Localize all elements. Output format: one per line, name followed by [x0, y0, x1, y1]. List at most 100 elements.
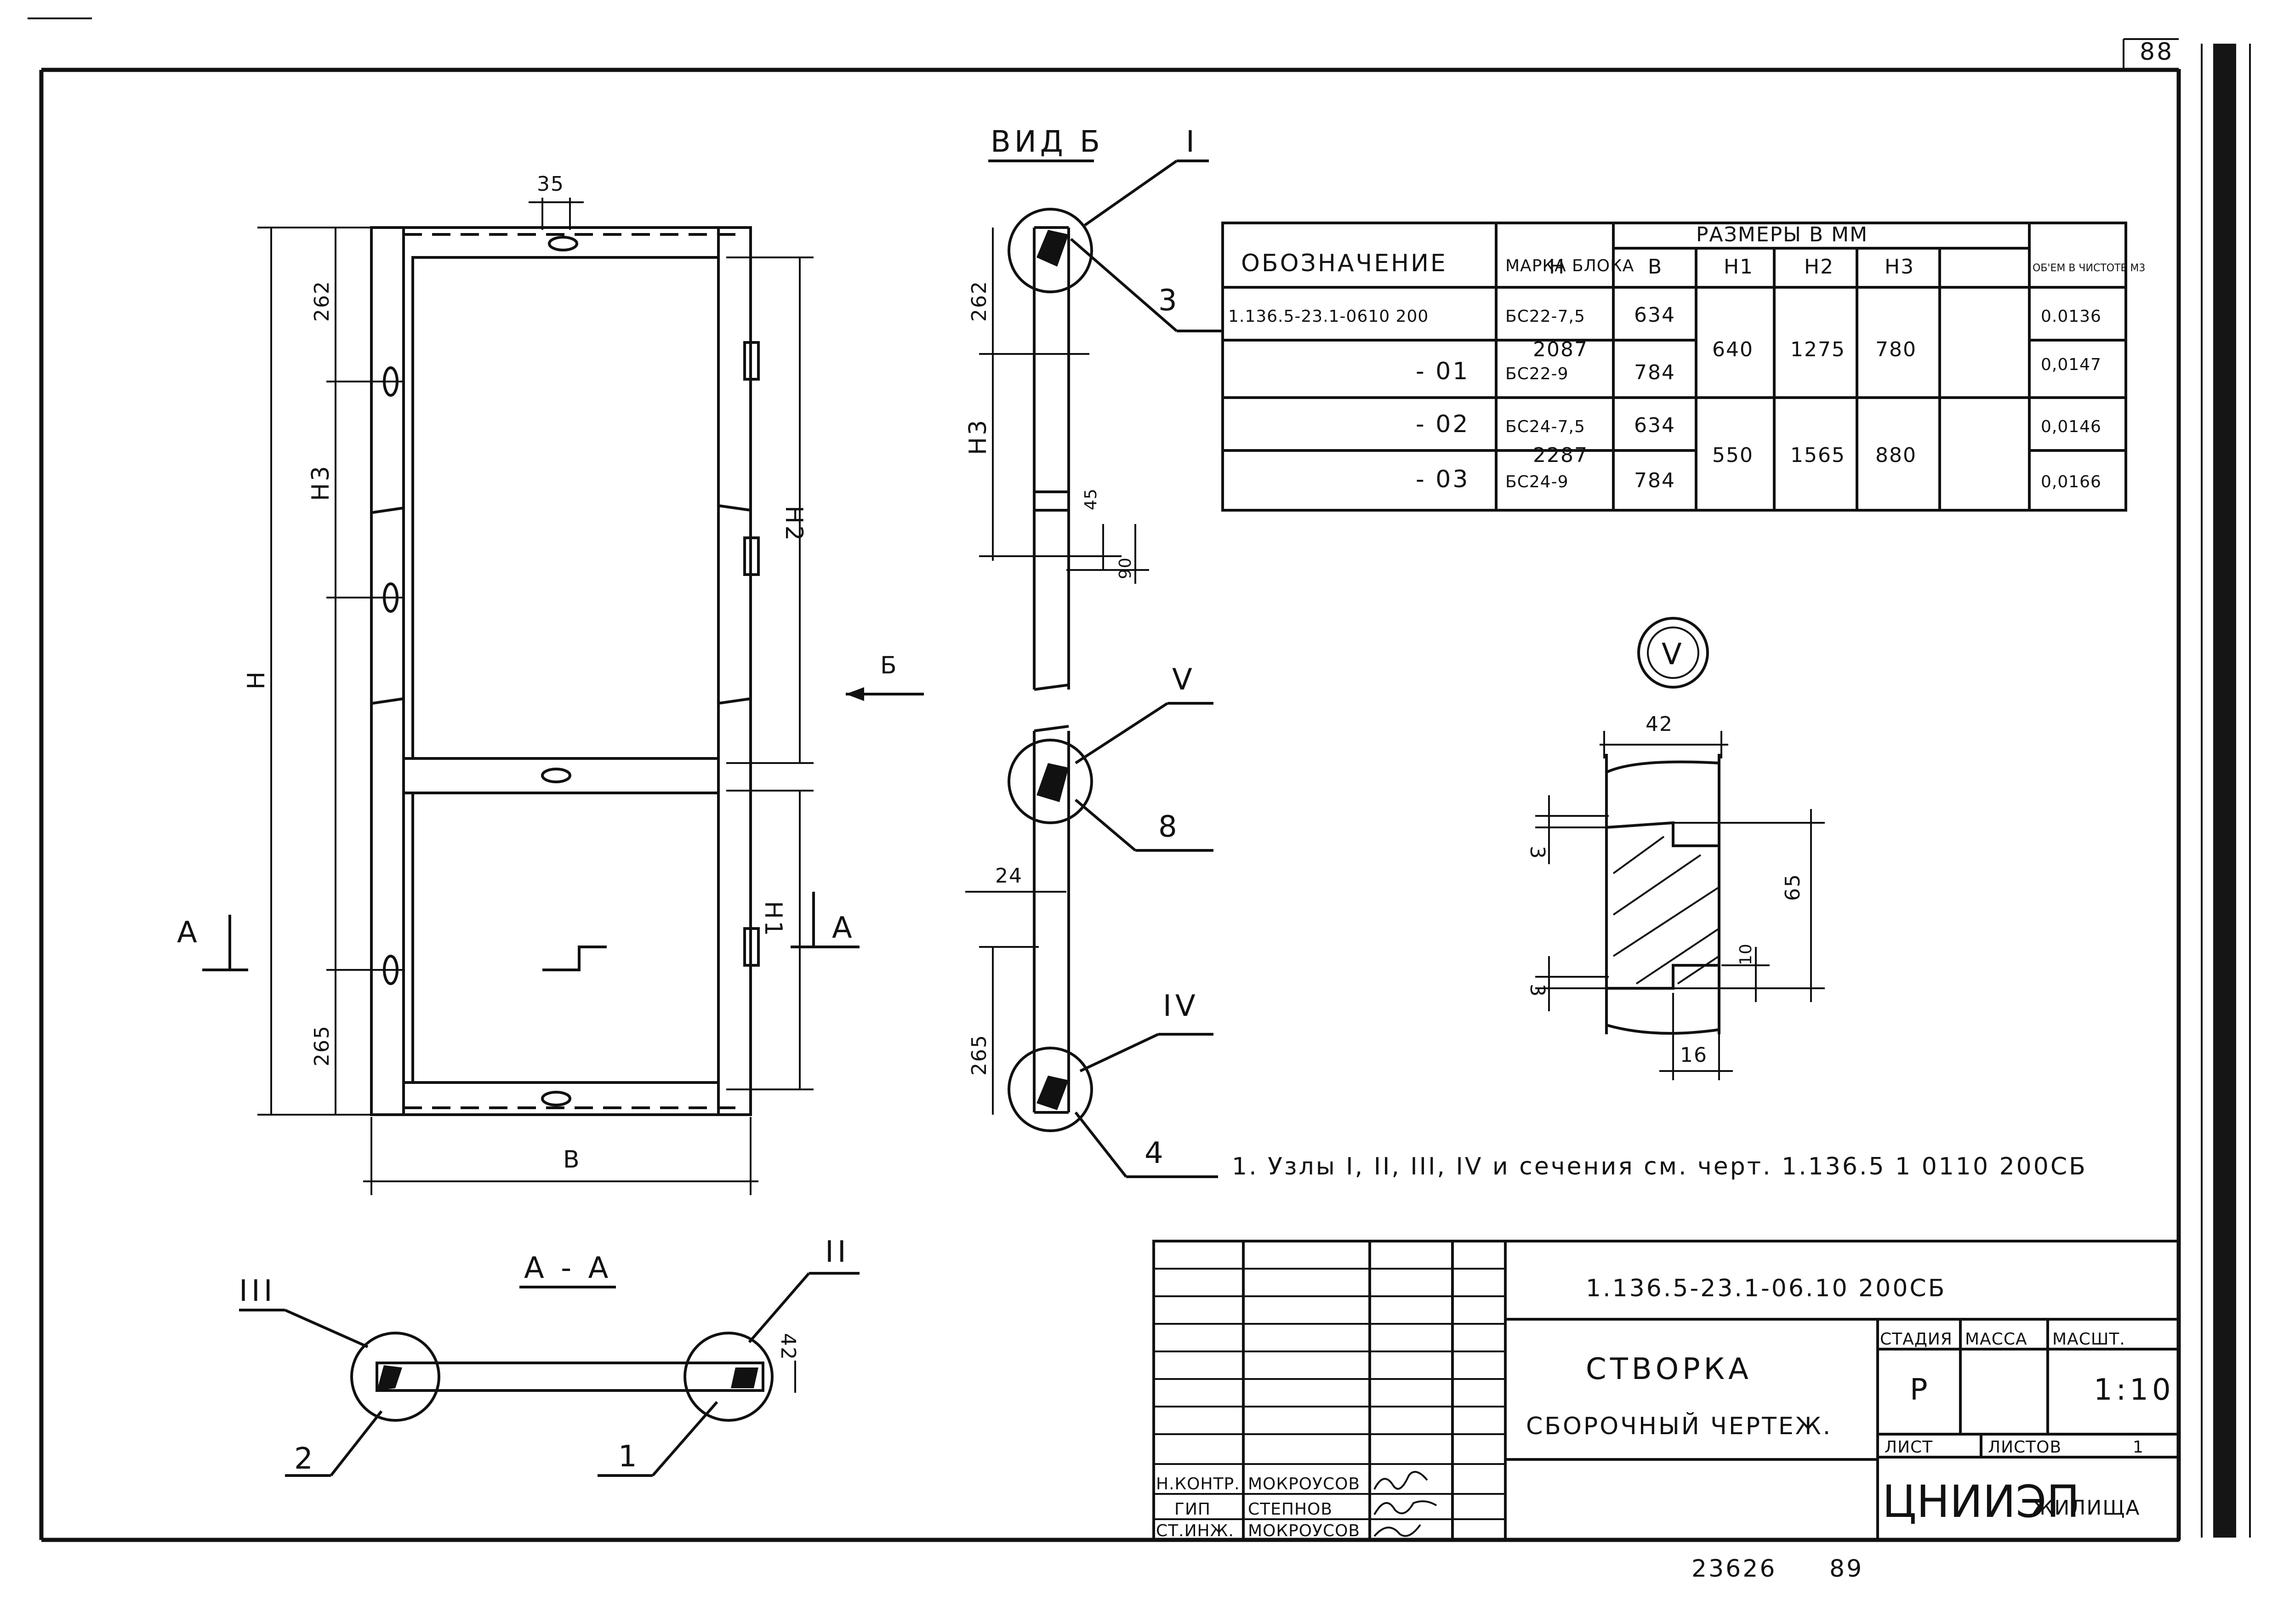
spec-table: ОБОЗНАЧЕНИЕ МАРКА БЛОКА РАЗМЕРЫ В ММ Н В…	[1221, 222, 2145, 512]
org-sub: ЖИЛИЩА	[2032, 1496, 2141, 1520]
row1-volume: 0,0147	[2041, 355, 2101, 374]
detail-v: V 42 3 65 3 10 16	[1526, 617, 1825, 1080]
pos-2: 2	[294, 1442, 317, 1476]
group2-H2: 1565	[1790, 444, 1845, 467]
row1-B: 784	[1634, 361, 1675, 384]
signer-role-1: ГИП	[1174, 1500, 1211, 1519]
row0-designation: 1.136.5-23.1-0610 200	[1228, 307, 1429, 326]
detail-dim-16: 16	[1680, 1043, 1708, 1067]
dim-42-section: 42	[776, 1333, 800, 1361]
row2-designation: - 02	[1416, 410, 1469, 438]
node-II: II	[825, 1235, 850, 1269]
stage-value: Р	[1910, 1373, 1931, 1407]
dim-265-front: 265	[310, 1025, 334, 1066]
doc-code: 1.136.5-23.1-06.10 200СБ	[1586, 1275, 1946, 1302]
dim-90: 90	[1116, 557, 1135, 579]
detail-dim-3-top: 3	[1526, 846, 1549, 860]
row1-designation: - 01	[1416, 358, 1469, 385]
dim-H: H	[243, 670, 270, 689]
front-view: 35 H 262 H3 265 H2 H1 B A A	[177, 172, 924, 1195]
detail-v-label: V	[1662, 638, 1686, 672]
node-V-label: V	[1172, 663, 1196, 697]
row3-designation: - 03	[1416, 466, 1469, 493]
scale-header: МАСШТ.	[2052, 1330, 2125, 1349]
row3-volume: 0,0166	[2041, 473, 2101, 491]
signature-0	[1373, 1471, 1428, 1490]
view-b-title: ВИД Б	[991, 125, 1104, 159]
node-IV: IV	[1163, 989, 1199, 1023]
dim-24: 24	[995, 864, 1023, 888]
dim-35: 35	[537, 172, 564, 196]
dim-H2: H2	[780, 506, 808, 542]
header-designation: ОБОЗНАЧЕНИЕ	[1241, 250, 1447, 277]
signature-1	[1373, 1500, 1437, 1515]
dim-H3-side: H3	[964, 418, 992, 455]
signature-2	[1373, 1524, 1421, 1537]
pos-1: 1	[618, 1440, 641, 1474]
group2-H3: 880	[1875, 444, 1917, 467]
signer-name-1: СТЕПНОВ	[1248, 1500, 1333, 1519]
signer-role-2: СТ.ИНЖ.	[1156, 1521, 1234, 1540]
page-number: 88	[2140, 38, 2174, 66]
header-sizes: РАЗМЕРЫ В ММ	[1696, 223, 1868, 246]
group1-H: 2087	[1533, 338, 1588, 361]
header-H1: H1	[1724, 255, 1754, 279]
section-mark-left: A	[177, 916, 201, 950]
mass-header: МАССА	[1965, 1330, 2027, 1349]
node-I: I	[1186, 125, 1198, 159]
dim-45: 45	[1082, 488, 1100, 510]
footer-number: 23626	[1691, 1555, 1777, 1583]
group2-H: 2287	[1533, 444, 1588, 467]
dim-262-front: 262	[310, 280, 334, 322]
dim-265-side: 265	[968, 1034, 991, 1076]
dim-262-side: 262	[968, 280, 991, 322]
detail-dim-3-bottom: 3	[1526, 984, 1549, 997]
view-b: ВИД Б I 3 V 8 IV 4	[964, 125, 1223, 1178]
sheets-header: ЛИСТОВ	[1988, 1438, 2062, 1457]
drawing-note: 1. Узлы I, II, III, IV и сечения см. чер…	[1232, 1153, 2087, 1180]
title-block: 1.136.5-23.1-06.10 200СБ СТВОРКА СБОРОЧН…	[1152, 1240, 2180, 1541]
row2-B: 634	[1634, 414, 1675, 437]
signer-name-2: МОКРОУСОВ	[1248, 1521, 1360, 1540]
detail-dim-65: 65	[1781, 873, 1805, 901]
row3-B: 784	[1634, 469, 1675, 492]
group1-H3: 780	[1875, 338, 1917, 361]
stage-header: СТАДИЯ	[1880, 1330, 1953, 1349]
node-III: III	[239, 1274, 276, 1308]
row1-mark: БС22-9	[1505, 365, 1569, 383]
view-b-arrow-label: Б	[880, 652, 899, 679]
dim-B: B	[563, 1146, 581, 1174]
section-aa-title: А - А	[524, 1251, 612, 1285]
pos-8: 8	[1158, 810, 1181, 844]
header-block-mark: МАРКА БЛОКА	[1505, 256, 1634, 275]
footer-page: 89	[1829, 1555, 1863, 1583]
group1-H1: 640	[1712, 338, 1754, 361]
org-main: ЦНИИЭП	[1882, 1476, 2080, 1527]
title-line1: СТВОРКА	[1586, 1352, 1752, 1386]
group1-H2: 1275	[1790, 338, 1845, 361]
title-line2: СБОРОЧНЫЙ ЧЕРТЕЖ.	[1526, 1412, 1832, 1440]
pos-4: 4	[1145, 1136, 1167, 1170]
header-H3: H3	[1885, 255, 1914, 279]
scale-value: 1:10	[2094, 1373, 2175, 1407]
dim-H1: H1	[759, 901, 787, 938]
sheets-value: 1	[2133, 1438, 2144, 1457]
section-mark-right: A	[832, 911, 856, 945]
row0-B: 634	[1634, 303, 1675, 327]
dim-H3-front: H3	[307, 464, 335, 501]
row2-volume: 0,0146	[2041, 417, 2101, 436]
row2-mark: БС24-7,5	[1505, 417, 1585, 436]
header-volume: ОБ'ЕМ В ЧИСТОТЕ М3	[2033, 262, 2145, 274]
row0-volume: 0.0136	[2041, 307, 2101, 326]
header-H2: H2	[1804, 255, 1834, 279]
group2-H1: 550	[1712, 444, 1754, 467]
signer-name-0: МОКРОУСОВ	[1248, 1475, 1360, 1493]
header-B: В	[1648, 255, 1663, 279]
sheet-frame: 88 23626 89	[28, 17, 2251, 1583]
pos-3: 3	[1158, 284, 1181, 318]
section-aa: А - А 42 III II 2 1	[239, 1235, 860, 1477]
row3-mark: БС24-9	[1505, 473, 1569, 491]
detail-dim-10: 10	[1737, 943, 1755, 965]
signer-role-0: Н.КОНТР.	[1156, 1475, 1240, 1493]
